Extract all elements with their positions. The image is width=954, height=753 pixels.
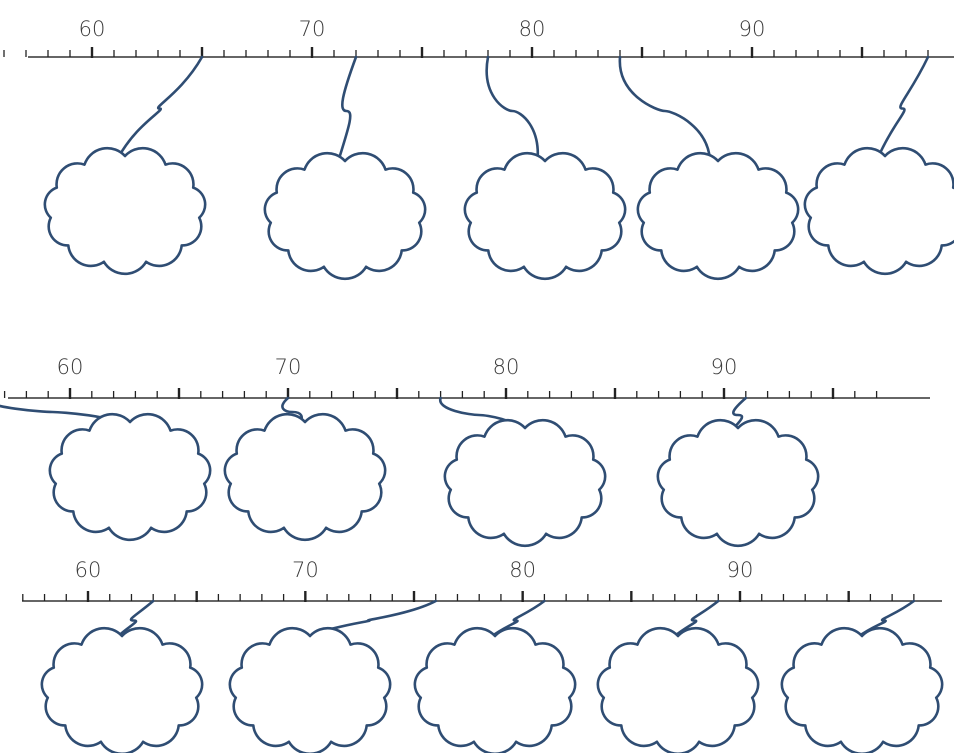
tick-label: 60 — [75, 558, 102, 582]
answer-cloud[interactable] — [225, 414, 385, 540]
tick-label: 90 — [727, 558, 754, 582]
answer-cloud[interactable] — [782, 628, 942, 753]
answer-cloud[interactable] — [465, 153, 625, 279]
answer-cloud[interactable] — [230, 628, 390, 753]
pointer-connector — [117, 57, 202, 160]
pointer-connector — [487, 57, 538, 165]
tick-label: 70 — [275, 355, 302, 379]
tick-label: 70 — [299, 17, 326, 41]
tick-label: 70 — [292, 558, 319, 582]
tick-label: 80 — [519, 17, 546, 41]
number-line-row-top: 60 70 80 90 — [4, 17, 954, 279]
number-line-row-bottom: 60 70 80 90 — [22, 558, 942, 753]
number-line-row-middle: 60 70 80 90 — [0, 355, 930, 546]
answer-cloud[interactable] — [598, 628, 758, 753]
answer-cloud[interactable] — [415, 628, 575, 753]
answer-cloud[interactable] — [805, 148, 954, 274]
tick-label: 90 — [739, 17, 766, 41]
tick-label: 90 — [711, 355, 738, 379]
answer-cloud[interactable] — [45, 148, 205, 274]
answer-cloud[interactable] — [265, 153, 425, 279]
tick-label: 60 — [79, 17, 106, 41]
pointer-connector — [877, 57, 928, 160]
answer-cloud[interactable] — [638, 153, 798, 279]
pointer-connector — [337, 57, 356, 165]
answer-cloud[interactable] — [445, 420, 605, 546]
answer-cloud[interactable] — [42, 628, 202, 753]
tick-label: 80 — [509, 558, 536, 582]
answer-cloud[interactable] — [50, 414, 210, 540]
answer-cloud[interactable] — [658, 420, 818, 546]
tick-label: 60 — [57, 355, 84, 379]
tick-label: 80 — [493, 355, 520, 379]
pointer-connector — [620, 57, 710, 165]
